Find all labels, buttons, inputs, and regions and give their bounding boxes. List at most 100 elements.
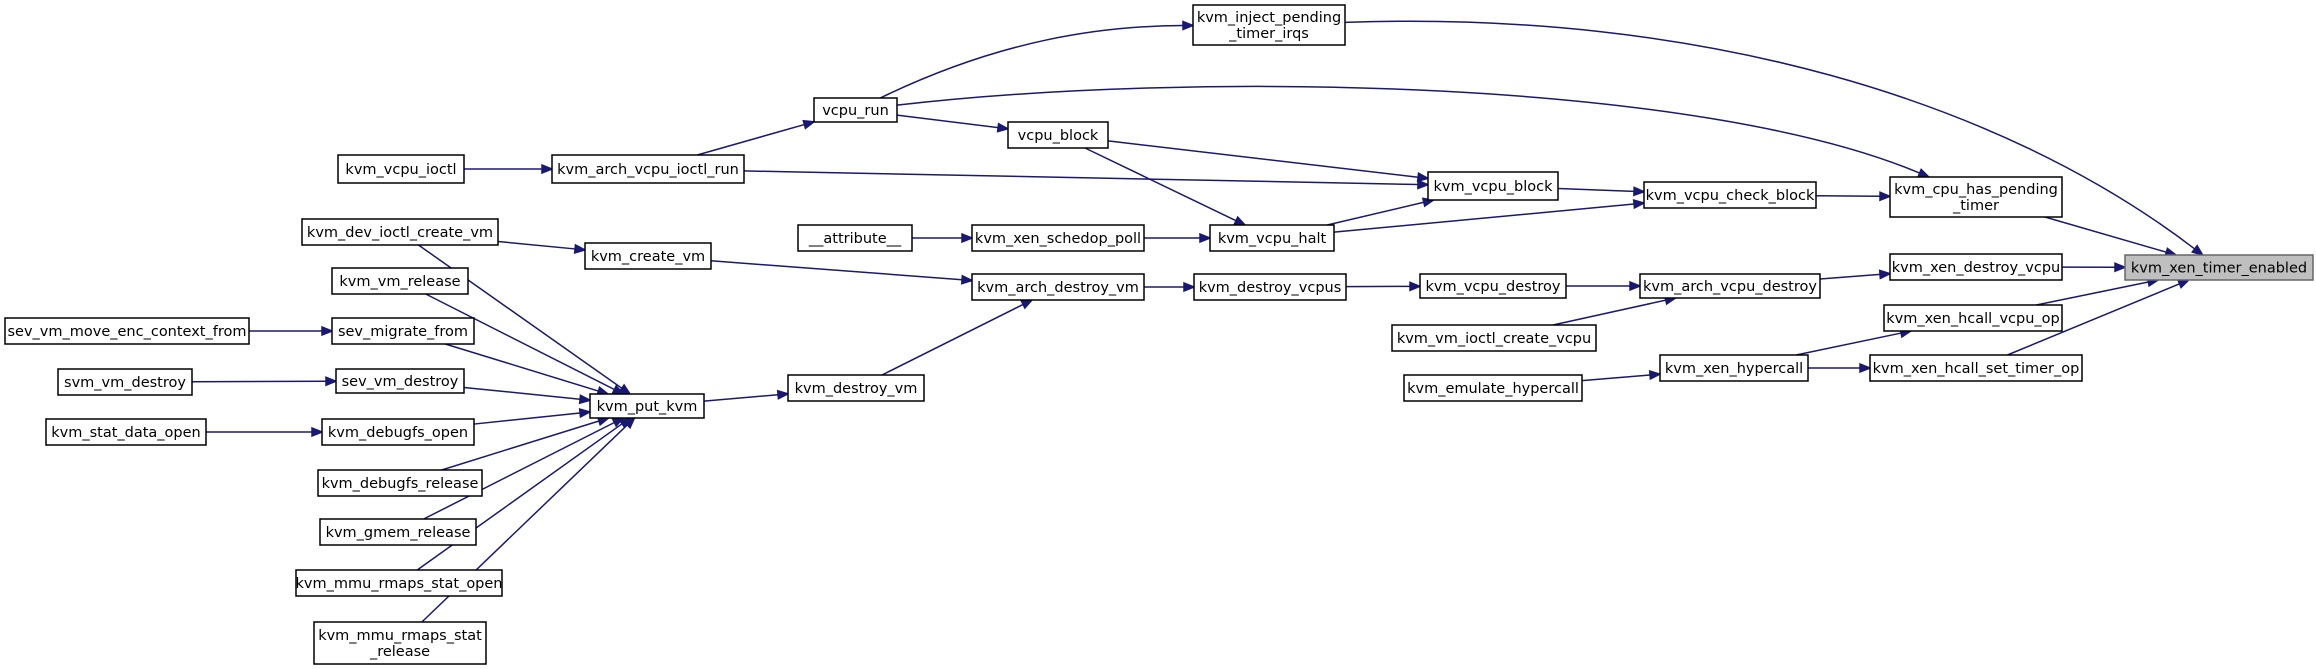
node-kvm-mmu-rmaps-stat-release[interactable]: kvm_mmu_rmaps_stat_release (313, 621, 487, 665)
node-box (319, 518, 477, 546)
edge-line (497, 240, 576, 250)
node-label: kvm_arch_destroy_vm (977, 280, 1139, 296)
node-kvm-mmu-rmaps-stat-open[interactable]: kvm_mmu_rmaps_stat_open (295, 569, 503, 597)
node-label: kvm_xen_destroy_vcpu (1892, 260, 2061, 276)
arrowhead-icon (996, 122, 1011, 133)
node-box (1007, 121, 1109, 149)
edge-kvm_arch_vcpu_ioctl_run-to-kvm_vcpu_block (743, 170, 1431, 190)
node-label: __attribute__ (808, 231, 902, 247)
node-kvm-inject-pending-timer-irqs[interactable]: kvm_inject_pending_timer_irqs (1192, 4, 1346, 46)
node-attribute[interactable]: __attribute__ (797, 224, 913, 252)
edge-vcpu_block-to-kvm_vcpu_block (1107, 140, 1431, 183)
node-kvm-xen-hcall-vcpu-op[interactable]: kvm_xen_hcall_vcpu_op (1883, 304, 2063, 332)
edge-kvm_cpu_has_pending_timer-to-kvm_xen_timer_enabled (2044, 216, 2178, 257)
node-label: kvm_xen_hcall_set_timer_op (1873, 361, 2080, 377)
node-kvm-arch-vcpu-destroy[interactable]: kvm_arch_vcpu_destroy (1639, 273, 1821, 299)
edge-line (896, 85, 1920, 174)
node-kvm-vcpu-ioctl[interactable]: kvm_vcpu_ioctl (337, 154, 465, 184)
node-kvm-vcpu-halt[interactable]: kvm_vcpu_halt (1209, 224, 1335, 252)
node-box (1193, 273, 1347, 301)
node-kvm-vm-ioctl-create-vcpu[interactable]: kvm_vm_ioctl_create_vcpu (1391, 324, 1597, 352)
node-box (1192, 4, 1346, 46)
edge-line (881, 303, 1024, 376)
node-kvm-cpu-has-pending-timer[interactable]: kvm_cpu_has_pending_timer (1889, 176, 2063, 218)
arrowhead-icon (1182, 20, 1196, 31)
node-sev-migrate-from[interactable]: sev_migrate_from (331, 317, 475, 345)
node-box (317, 469, 483, 497)
node-label: kvm_vcpu_destroy (1425, 279, 1560, 295)
arrowhead-icon (2191, 244, 2205, 257)
edge-kvm_create_vm-to-kvm_arch_destroy_vm (710, 260, 975, 285)
arrowhead-icon (802, 119, 816, 130)
node-box (584, 242, 712, 270)
node-box (45, 418, 207, 446)
edge-kvm_xen_hypercall-to-kvm_xen_hcall_set_timer_op (1808, 362, 1873, 374)
node-label: kvm_xen_hcall_vcpu_op (1886, 311, 2059, 327)
node-vcpu-run[interactable]: vcpu_run (813, 97, 898, 123)
node-box (787, 374, 925, 402)
arrowhead-icon (1632, 198, 1647, 210)
edge-kvm_xen_hypercall-to-kvm_xen_hcall_vcpu_op (1795, 328, 1913, 356)
edge-line (743, 170, 1419, 186)
node-kvm-xen-destroy-vcpu[interactable]: kvm_xen_destroy_vcpu (1889, 253, 2063, 281)
node-kvm-create-vm[interactable]: kvm_create_vm (584, 242, 712, 270)
node-kvm-gmem-release[interactable]: kvm_gmem_release (319, 518, 477, 546)
edge-line (1581, 374, 1651, 382)
edge-kvm_arch_destroy_vm-to-kvm_destroy_vcpus (1144, 281, 1197, 293)
arrowhead-icon (961, 232, 975, 244)
edge-line (2007, 283, 2180, 356)
edge-kvm_vcpu_halt-to-kvm_vcpu_block (1327, 197, 1436, 226)
node-kvm-vm-release[interactable]: kvm_vm_release (331, 267, 469, 295)
node-sev-vm-destroy[interactable]: sev_vm_destroy (335, 368, 465, 394)
edge-line (445, 343, 599, 392)
node-kvm-debugfs-open[interactable]: kvm_debugfs_open (321, 418, 475, 446)
edge-kvm_vcpu_destroy-to-kvm_arch_vcpu_destroy (1566, 280, 1643, 292)
edge-vcpu_run-to-vcpu_block (896, 114, 1011, 133)
node-kvm-vcpu-block[interactable]: kvm_vcpu_block (1427, 171, 1559, 201)
node-kvm-stat-data-open[interactable]: kvm_stat_data_open (45, 418, 207, 446)
arrowhead-icon (1859, 362, 1873, 374)
node-kvm-debugfs-release[interactable]: kvm_debugfs_release (317, 469, 483, 497)
node-sev-vm-move-enc-context-from[interactable]: sev_vm_move_enc_context_from (4, 317, 250, 345)
edge-kvm_debugfs_open-to-kvm_put_kvm (473, 407, 593, 425)
node-kvm-xen-hcall-set-timer-op[interactable]: kvm_xen_hcall_set_timer_op (1869, 354, 2083, 382)
node-label: kvm_vcpu_ioctl (345, 162, 456, 178)
node-label: kvm_gmem_release (326, 525, 471, 541)
node-box (301, 218, 499, 246)
node-kvm-destroy-vcpus[interactable]: kvm_destroy_vcpus (1193, 273, 1347, 301)
edge-line (1107, 140, 1419, 178)
arrowhead-icon (321, 325, 335, 337)
edge-line (423, 421, 615, 520)
node-label: kvm_vcpu_halt (1218, 231, 1327, 247)
node-kvm-destroy-vm[interactable]: kvm_destroy_vm (787, 374, 925, 402)
node-label: kvm_xen_schedop_poll (975, 231, 1141, 247)
node-kvm-emulate-hypercall[interactable]: kvm_emulate_hypercall (1403, 374, 1583, 402)
node-box (1391, 324, 1597, 352)
node-kvm-vcpu-check-block[interactable]: kvm_vcpu_check_block (1643, 181, 1817, 209)
node-kvm-put-kvm[interactable]: kvm_put_kvm (589, 393, 705, 419)
node-kvm-vcpu-destroy[interactable]: kvm_vcpu_destroy (1419, 273, 1567, 299)
node-label: kvm_xen_timer_enabled (2131, 261, 2307, 277)
node-label: kvm_destroy_vcpus (1199, 280, 1342, 296)
node-kvm-xen-hypercall[interactable]: kvm_xen_hypercall (1659, 354, 1809, 382)
node-kvm-arch-destroy-vm[interactable]: kvm_arch_destroy_vm (971, 273, 1145, 301)
node-box (331, 267, 469, 295)
node-kvm-xen-timer-enabled[interactable]: kvm_xen_timer_enabled (2124, 254, 2314, 281)
edge-kvm_arch_vcpu_destroy-to-kvm_xen_destroy_vcpu (1819, 269, 1893, 280)
arrowhead-icon (960, 274, 975, 285)
node-label: kvm_mmu_rmaps_stat_open (295, 576, 502, 592)
node-label: kvm_arch_vcpu_ioctl_run (557, 162, 739, 178)
edge-sev_vm_destroy-to-kvm_put_kvm (463, 386, 593, 405)
node-label: svm_vm_destroy (64, 375, 186, 391)
node-svm-vm-destroy[interactable]: svm_vm_destroy (57, 368, 193, 396)
edge-line (697, 123, 805, 156)
edge-sev_vm_move_enc_context_from-to-sev_migrate_from (249, 325, 335, 337)
node-label: kvm_dev_ioctl_create_vm (307, 225, 493, 241)
node-vcpu-block[interactable]: vcpu_block (1007, 121, 1109, 149)
arrowhead-icon (1020, 299, 1034, 310)
edge-line (710, 260, 963, 281)
node-kvm-arch-vcpu-ioctl-run[interactable]: kvm_arch_vcpu_ioctl_run (551, 154, 745, 184)
node-label: kvm_debugfs_release (322, 476, 479, 492)
node-kvm-dev-ioctl-create-vm[interactable]: kvm_dev_ioctl_create_vm (301, 218, 499, 246)
node-kvm-xen-schedop-poll[interactable]: kvm_xen_schedop_poll (971, 224, 1145, 252)
